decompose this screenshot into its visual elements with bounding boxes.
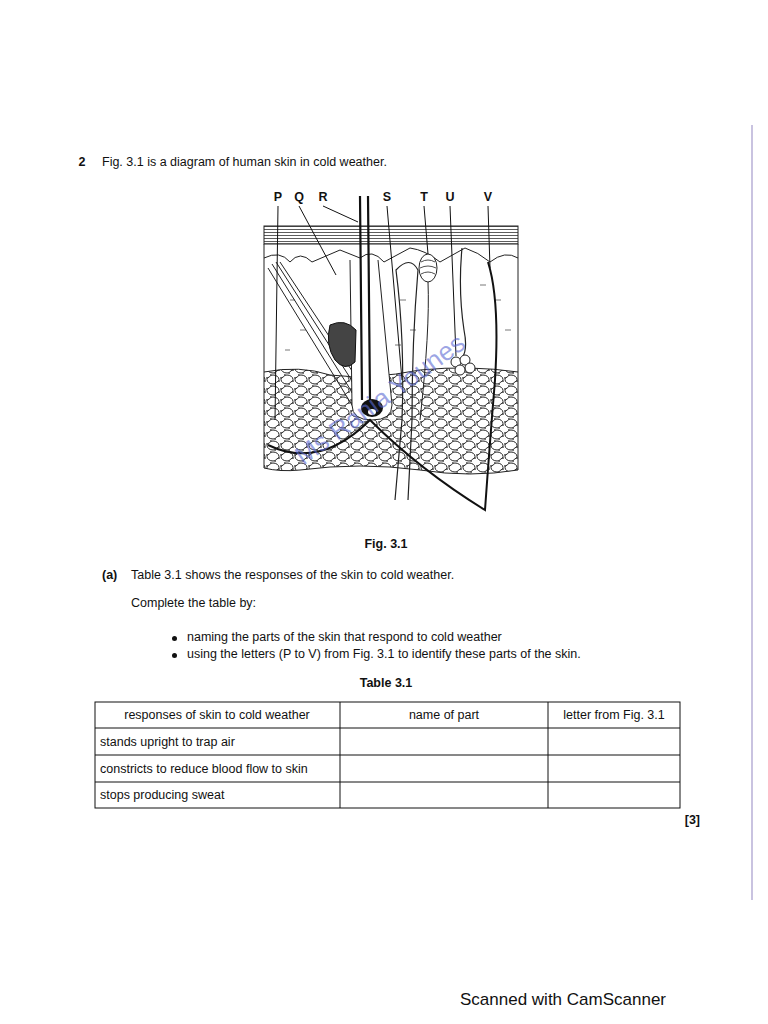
table-cell: stands upright to trap air: [100, 735, 235, 750]
bullet: [172, 653, 177, 658]
question-text: Table 3.1 shows the responses of the ski…: [131, 568, 454, 583]
margin-line: [751, 125, 753, 900]
table-header: name of part: [409, 708, 479, 723]
question-number: 2: [79, 155, 86, 170]
table-cell: stops producing sweat: [100, 788, 224, 803]
table-header: responses of skin to cold weather: [124, 708, 310, 723]
epidermis: [264, 226, 518, 244]
question-stem: Fig. 3.1 is a diagram of human skin in c…: [102, 155, 387, 170]
callout-letter: U: [445, 190, 454, 205]
bullet-text: naming the parts of the skin that respon…: [187, 630, 502, 645]
touch-receptor: [419, 254, 437, 282]
callout-letter: T: [420, 190, 428, 205]
callout-letter: V: [484, 190, 492, 205]
nerve-fibre: [268, 262, 496, 510]
hair-shaft: [360, 196, 370, 400]
mark-allocation: [3]: [685, 813, 700, 828]
sebaceous-gland: [328, 322, 356, 366]
part-label: (a): [102, 568, 117, 583]
table-title: Table 3.1: [360, 676, 413, 691]
scanner-note: Scanned with CamScanner: [460, 990, 666, 1010]
table-cell: constricts to reduce blood flow to skin: [100, 762, 308, 777]
table-header: letter from Fig. 3.1: [563, 708, 664, 723]
callout-letter: S: [383, 190, 391, 205]
figure-caption: Fig. 3.1: [364, 537, 407, 552]
question-text: Complete the table by:: [131, 596, 256, 611]
callout-letter: P: [274, 190, 282, 205]
bullet-text: using the letters (P to V) from Fig. 3.1…: [187, 647, 581, 662]
dermis-edge: [264, 258, 518, 372]
bullet: [172, 636, 177, 641]
callout-letter: Q: [294, 190, 304, 205]
callout-letter: R: [318, 190, 327, 205]
dermis-texture: [285, 285, 511, 350]
table-grid: [95, 702, 680, 808]
